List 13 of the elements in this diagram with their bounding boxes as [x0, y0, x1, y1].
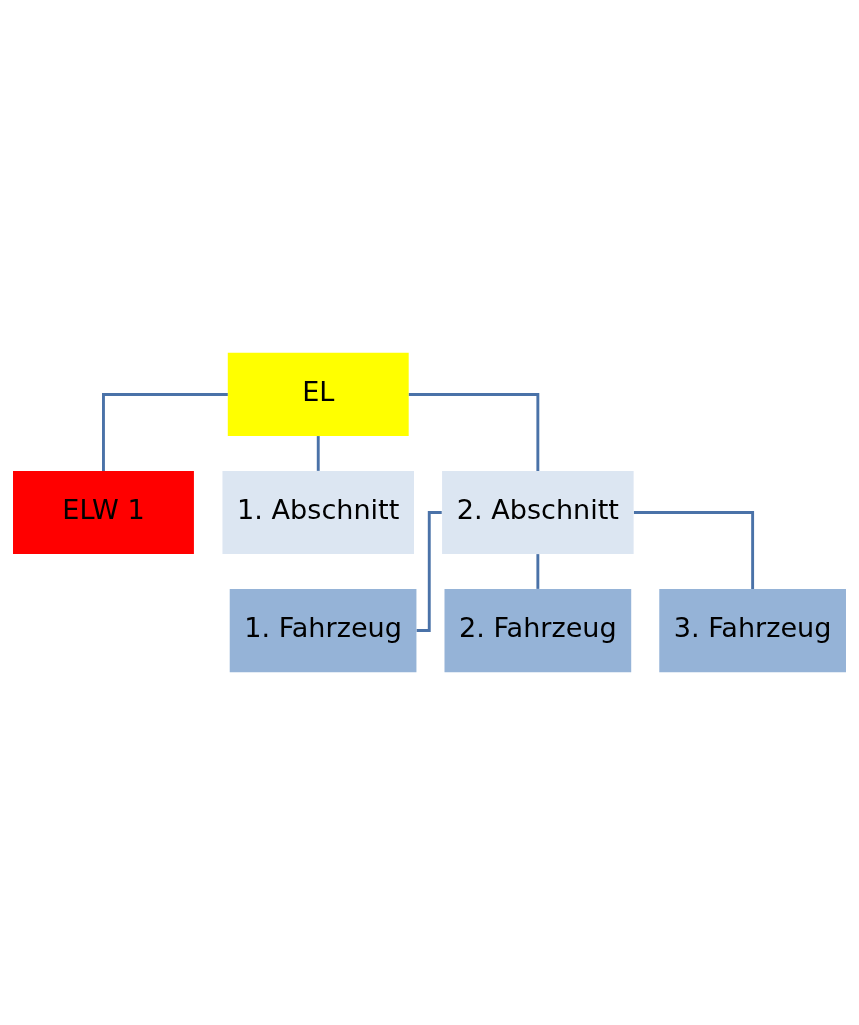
- node-box: EL: [227, 352, 409, 437]
- connector: [416, 511, 442, 632]
- connector: [102, 393, 228, 471]
- node-box: 2. Abschnitt: [442, 470, 634, 555]
- node-box: ELW 1: [13, 470, 194, 555]
- node-box: 2. Fahrzeug: [444, 588, 632, 673]
- connector: [316, 436, 320, 471]
- node-box: 1. Fahrzeug: [229, 588, 417, 673]
- connector: [408, 393, 540, 471]
- node-box: 3. Fahrzeug: [659, 588, 846, 673]
- node-box: 1. Abschnitt: [222, 470, 414, 555]
- connector: [633, 511, 755, 589]
- connector: [536, 554, 540, 589]
